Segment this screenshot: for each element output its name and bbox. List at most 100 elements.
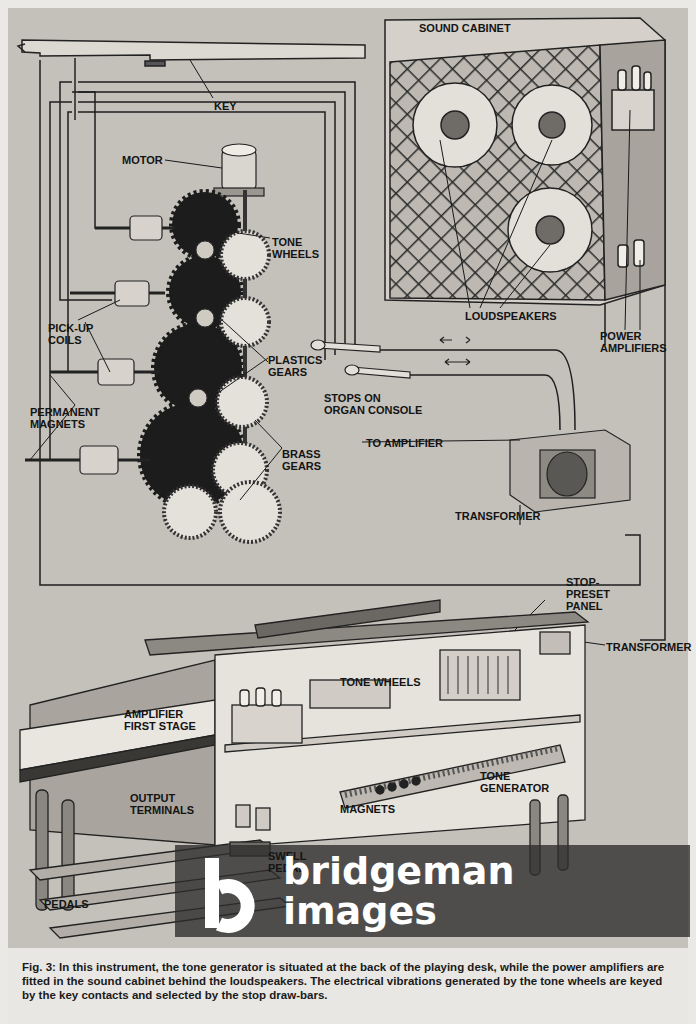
part-name: TONE WHEELS xyxy=(272,236,327,260)
pickup-coils-part xyxy=(80,446,118,474)
watermark-part xyxy=(219,886,248,926)
console-part xyxy=(345,748,560,795)
part-name: PERMANENT MAGNETS xyxy=(30,406,115,430)
leader-lines-part xyxy=(190,60,213,98)
part-name: TONE WHEELS xyxy=(340,676,435,688)
gears xyxy=(164,190,280,542)
sound-cabinet-drawing-part xyxy=(612,90,654,130)
console-part xyxy=(256,808,270,830)
gears-part xyxy=(217,377,267,427)
stops-part xyxy=(352,367,410,378)
console-part xyxy=(400,780,408,788)
part-box: TRANSFORMER xyxy=(440,420,635,538)
gears-part xyxy=(164,486,216,538)
part-name: STOP-PRESET PANEL xyxy=(566,576,641,612)
wires-part xyxy=(72,92,128,228)
console-part xyxy=(540,632,570,654)
part-name: TRANSFORMER xyxy=(606,641,696,653)
gears-part xyxy=(220,482,280,542)
wires xyxy=(40,60,665,640)
leader-lines-part xyxy=(165,160,222,168)
sound-cabinet-drawing-part xyxy=(385,18,665,305)
part-name: LOUDSPEAKERS xyxy=(465,310,575,322)
sound-cabinet-drawing-part xyxy=(390,45,605,300)
gears-part xyxy=(196,309,214,327)
leader-lines-part xyxy=(215,320,268,395)
plate xyxy=(8,8,688,948)
part-name: PLASTICS GEARS xyxy=(268,354,340,378)
part-name: KEY xyxy=(214,100,254,112)
key-part xyxy=(18,44,25,52)
stops-part xyxy=(445,359,470,365)
sound-cabinet-drawing-part xyxy=(634,240,644,266)
wires-part xyxy=(78,102,335,355)
motor-part xyxy=(214,188,264,196)
key-part xyxy=(74,58,76,120)
transformer-drawing-part xyxy=(540,450,595,498)
watermark-text: bridgeman xyxy=(283,852,514,890)
console-part xyxy=(236,805,250,827)
part-name: TO AMPLIFIER xyxy=(366,437,486,449)
sound-cabinet-drawing-part xyxy=(644,72,651,90)
console-part xyxy=(272,690,281,706)
stops-part xyxy=(318,342,380,352)
sound-cabinet-drawing-part xyxy=(508,188,592,272)
stops-part xyxy=(440,337,470,343)
gears-part xyxy=(196,241,214,259)
part-name: POWER AMPLIFIERS xyxy=(600,330,680,354)
console-part xyxy=(256,688,265,706)
watermark-text: images xyxy=(283,892,437,930)
console-part xyxy=(240,690,249,706)
part-name: PICK-UP COILS xyxy=(48,322,103,346)
console-part xyxy=(62,800,74,910)
gears-part xyxy=(221,231,269,279)
console-part xyxy=(388,783,396,791)
part-name: PEDALS xyxy=(44,898,104,910)
wires-part xyxy=(78,82,355,345)
leader-lines-part xyxy=(440,140,552,308)
pickup-coils xyxy=(25,216,175,474)
watermark-part xyxy=(175,845,690,937)
part-name: STOPS ON ORGAN CONSOLE xyxy=(324,392,424,416)
leader-lines-part xyxy=(625,110,640,330)
console-part xyxy=(255,600,440,638)
stops-part xyxy=(311,340,325,350)
watermark xyxy=(175,845,690,937)
sound-cabinet-drawing-part xyxy=(441,111,469,139)
part-name: BRASS GEARS xyxy=(282,448,337,472)
part-label: SOUND CABINET xyxy=(419,22,619,34)
transformer-drawing-part xyxy=(510,430,630,512)
sound-cabinet-drawing-part xyxy=(539,112,565,138)
pickup-coils-part xyxy=(98,359,134,385)
sound-cabinet-drawing xyxy=(385,18,665,305)
console-part xyxy=(376,786,384,794)
console-part xyxy=(448,656,508,694)
stops xyxy=(311,337,470,378)
console-part xyxy=(440,650,520,700)
sound-cabinet-drawing-part xyxy=(632,66,640,90)
part-name: OUTPUT TERMINALS xyxy=(130,792,205,816)
pickup-coils-part xyxy=(115,281,149,306)
motor xyxy=(214,144,264,196)
sound-cabinet-drawing-part xyxy=(618,70,626,90)
key xyxy=(18,40,365,120)
console xyxy=(20,600,588,938)
pickup-coils-part xyxy=(130,216,162,240)
wires-part xyxy=(78,92,345,350)
leader-lines-part xyxy=(240,420,282,500)
console-part xyxy=(232,705,302,743)
watermark-part xyxy=(205,858,219,928)
console-part xyxy=(20,735,215,782)
sound-cabinet-drawing-part xyxy=(600,40,665,300)
console-part xyxy=(412,777,420,785)
key-part xyxy=(145,61,165,66)
wires-part xyxy=(640,285,665,640)
figure-caption: Fig. 3: In this instrument, the tone gen… xyxy=(22,960,677,1002)
part-name: TONE GENERATOR xyxy=(480,770,560,794)
sound-cabinet-drawing-part xyxy=(512,85,592,165)
wires-part xyxy=(380,350,575,430)
gears-part xyxy=(189,389,207,407)
wires-part xyxy=(40,60,640,585)
